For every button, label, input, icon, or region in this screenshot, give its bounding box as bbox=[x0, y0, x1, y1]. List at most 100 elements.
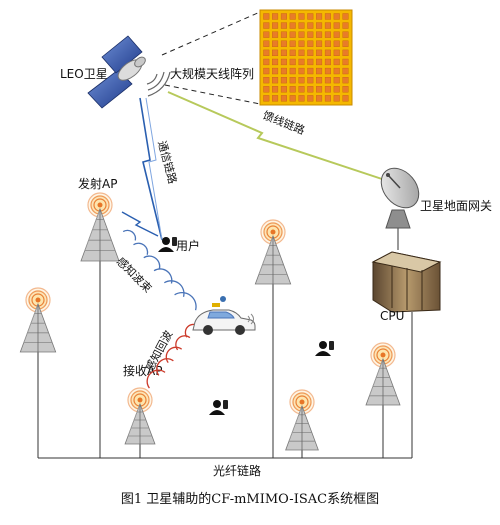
array-element bbox=[324, 31, 331, 38]
array-element bbox=[298, 95, 305, 102]
antenna-array bbox=[259, 9, 353, 106]
array-element bbox=[342, 13, 349, 20]
array-element bbox=[263, 76, 270, 84]
array-element bbox=[298, 22, 305, 29]
antenna-tower-icon bbox=[254, 218, 292, 285]
array-element bbox=[272, 40, 279, 47]
array-element bbox=[263, 31, 270, 38]
array-element bbox=[272, 76, 279, 84]
array-element bbox=[342, 58, 349, 66]
array-element bbox=[307, 76, 314, 84]
ground-gateway-label: 卫星地面网关 bbox=[420, 199, 492, 213]
array-element bbox=[324, 67, 331, 75]
array-element bbox=[307, 86, 314, 93]
array-element bbox=[263, 13, 270, 20]
array-element bbox=[316, 76, 323, 84]
antenna-tower-icon bbox=[19, 286, 57, 353]
feeder-link-bolt bbox=[167, 91, 386, 181]
array-element bbox=[289, 49, 296, 57]
satellite-icon bbox=[87, 35, 171, 109]
array-element bbox=[324, 40, 331, 47]
array-element bbox=[298, 58, 305, 66]
array-element bbox=[272, 31, 279, 38]
fiber-network bbox=[37, 228, 413, 459]
tx-ap-label: 发射AP bbox=[78, 176, 117, 191]
car-icon bbox=[192, 296, 256, 335]
array-element bbox=[272, 58, 279, 66]
array-element bbox=[333, 22, 340, 29]
array-element bbox=[333, 95, 340, 102]
array-element bbox=[272, 22, 279, 29]
array-element bbox=[342, 76, 349, 84]
array-element bbox=[289, 40, 296, 47]
array-element bbox=[289, 95, 296, 102]
antenna-tower-icon bbox=[285, 388, 319, 451]
array-element bbox=[280, 49, 287, 57]
echo-arc bbox=[165, 346, 183, 364]
array-element bbox=[289, 86, 296, 93]
array-element bbox=[298, 40, 305, 47]
array-element bbox=[280, 40, 287, 47]
array-element bbox=[307, 95, 314, 102]
server-rack-icon bbox=[371, 251, 442, 313]
array-element bbox=[280, 13, 287, 20]
array-element bbox=[333, 67, 340, 75]
sensing-beam-label: 感知波束 bbox=[114, 254, 155, 295]
array-element bbox=[307, 22, 314, 29]
comm-link-bolt bbox=[139, 97, 163, 241]
array-element bbox=[263, 95, 270, 102]
array-element bbox=[298, 67, 305, 75]
array-element bbox=[324, 58, 331, 66]
beam-arc bbox=[174, 292, 197, 311]
array-element bbox=[280, 22, 287, 29]
satellite-label: LEO卫星 bbox=[60, 67, 108, 81]
array-element bbox=[333, 86, 340, 93]
user-icon bbox=[209, 400, 228, 415]
array-element bbox=[263, 40, 270, 47]
array-element bbox=[272, 13, 279, 20]
array-element bbox=[316, 31, 323, 38]
array-element bbox=[333, 58, 340, 66]
array-element bbox=[342, 22, 349, 29]
array-element bbox=[307, 49, 314, 57]
array-element bbox=[289, 58, 296, 66]
array-element bbox=[272, 86, 279, 93]
array-element bbox=[342, 40, 349, 47]
array-element bbox=[263, 22, 270, 29]
array-element bbox=[280, 58, 287, 66]
array-element bbox=[280, 86, 287, 93]
ap-towers bbox=[19, 191, 401, 451]
array-element bbox=[324, 86, 331, 93]
array-element bbox=[342, 67, 349, 75]
array-element bbox=[272, 67, 279, 75]
array-element bbox=[316, 40, 323, 47]
echo-arc bbox=[156, 358, 174, 376]
array-element bbox=[298, 49, 305, 57]
array-element bbox=[316, 58, 323, 66]
array-element bbox=[333, 49, 340, 57]
array-element bbox=[316, 67, 323, 75]
ap-user-link bbox=[121, 211, 159, 237]
array-element bbox=[263, 49, 270, 57]
array-element bbox=[307, 40, 314, 47]
array-element bbox=[342, 86, 349, 93]
array-element bbox=[316, 22, 323, 29]
array-element bbox=[324, 22, 331, 29]
user-icon bbox=[158, 237, 177, 252]
array-element bbox=[316, 86, 323, 93]
array-element bbox=[333, 76, 340, 84]
beam-arc bbox=[163, 280, 185, 298]
array-element bbox=[289, 13, 296, 20]
array-element bbox=[298, 86, 305, 93]
array-element bbox=[280, 95, 287, 102]
array-projection-lines bbox=[161, 11, 261, 105]
rx-ap-label: 接收AP bbox=[123, 363, 162, 378]
array-element bbox=[298, 31, 305, 38]
array-element bbox=[289, 22, 296, 29]
antenna-tower-icon bbox=[124, 386, 156, 445]
fiber-link-label: 光纤链路 bbox=[213, 463, 261, 478]
user-label: 用户 bbox=[176, 238, 200, 253]
antenna-array-label: 大规模天线阵列 bbox=[170, 66, 254, 81]
array-element bbox=[272, 49, 279, 57]
user-icon bbox=[315, 341, 334, 356]
